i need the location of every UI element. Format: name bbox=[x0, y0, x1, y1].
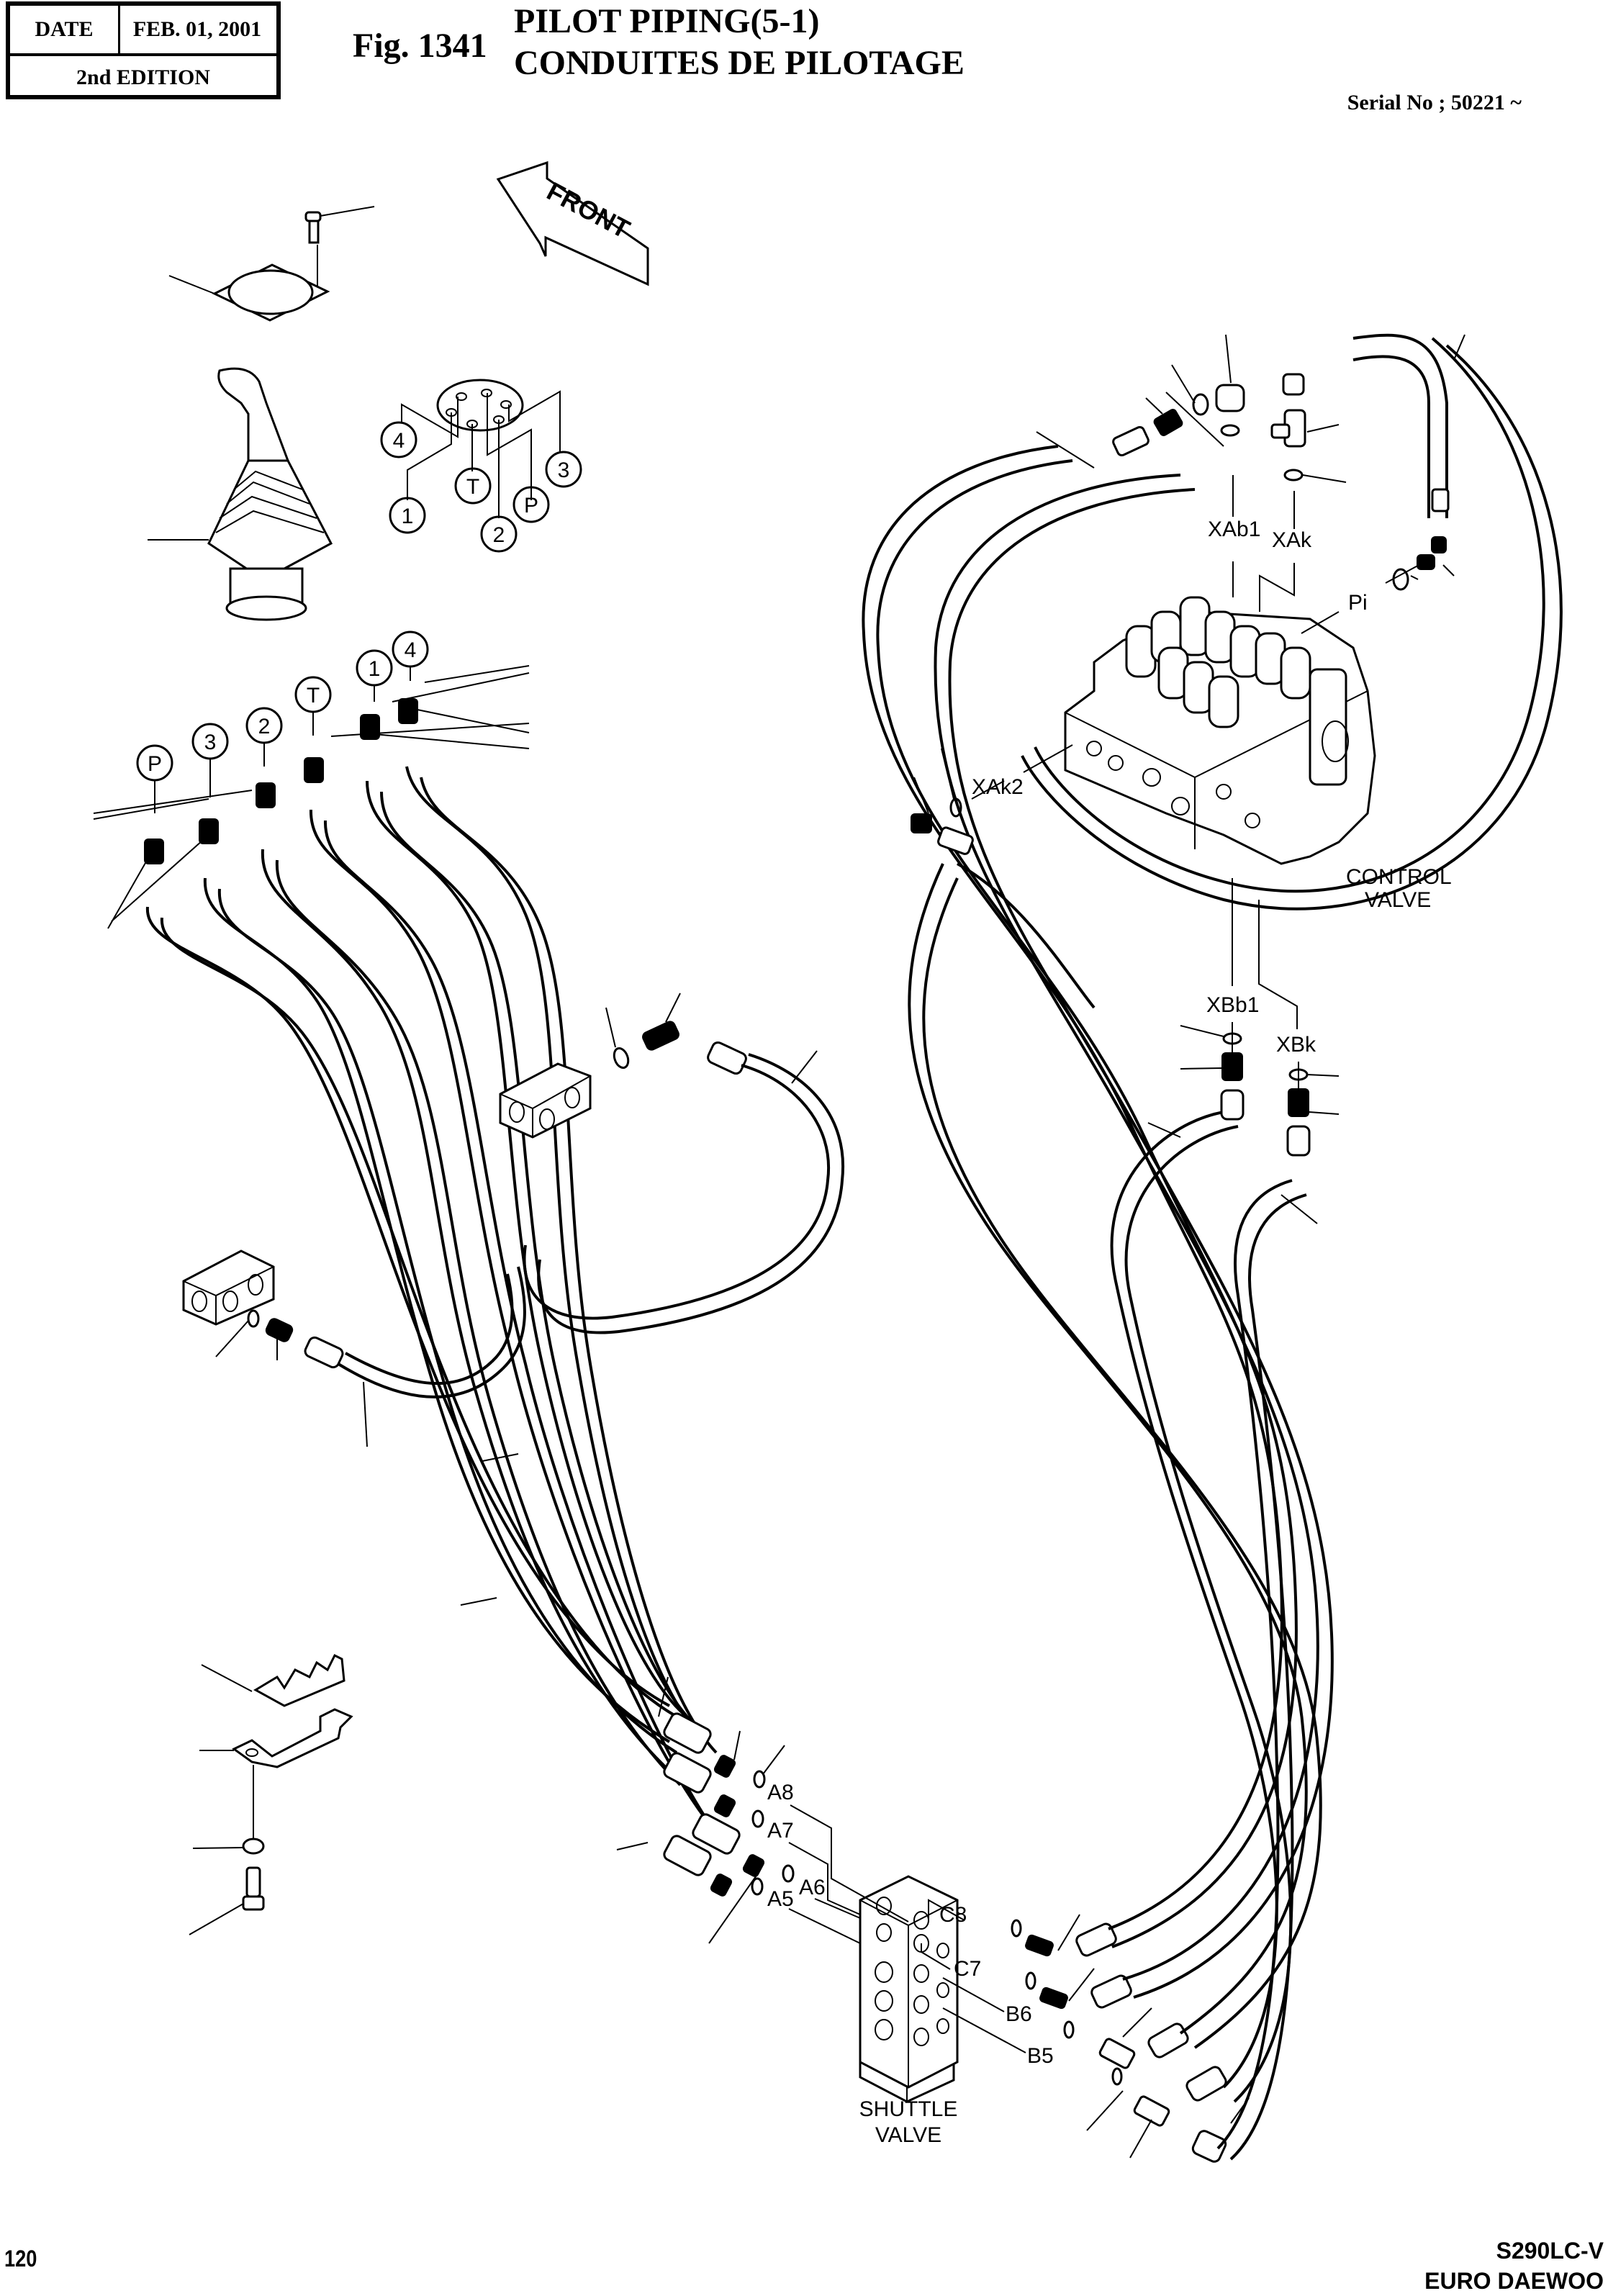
figure-title-fr: CONDUITES DE PILOTAGE bbox=[514, 44, 965, 82]
joystick-hose-bundle bbox=[145, 766, 721, 1840]
control-valve-port-labels: XAb1 XAk Pi XAk2 XBb1 XBk bbox=[972, 475, 1368, 1098]
fitting-label-3: 3 bbox=[204, 731, 217, 754]
page-number: 120 bbox=[4, 2246, 37, 2272]
port-A7: A7 bbox=[767, 1819, 794, 1843]
date-label: DATE bbox=[10, 6, 120, 53]
hose-nipples bbox=[144, 698, 418, 864]
fitting-label-1: 1 bbox=[369, 657, 381, 681]
brand-name: EURO DAEWOO bbox=[1424, 2268, 1604, 2294]
xak2-fittings bbox=[911, 748, 1005, 855]
revision-box: DATE FEB. 01, 2001 2nd EDITION bbox=[6, 1, 281, 99]
control-valve-label-line2: VALVE bbox=[1365, 888, 1431, 912]
port-C7: C7 bbox=[954, 1957, 981, 1981]
port-label-4: 4 bbox=[393, 429, 405, 453]
junction-block-lower bbox=[182, 1249, 526, 1447]
figure-number: Fig. 1341 bbox=[353, 27, 487, 65]
port-XBk: XBk bbox=[1276, 1033, 1316, 1057]
port-XAk: XAk bbox=[1272, 528, 1312, 552]
control-valve-upper-fittings bbox=[1036, 334, 1465, 591]
shuttle-valve-label-line2: VALVE bbox=[875, 2123, 941, 2147]
port-XAb1: XAb1 bbox=[1208, 517, 1260, 541]
junction-block-upper bbox=[499, 993, 845, 1334]
shuttle-right-fittings bbox=[1011, 1914, 1250, 2163]
port-label-2: 2 bbox=[493, 523, 505, 547]
fitting-label-P: P bbox=[148, 752, 162, 776]
port-A5: A5 bbox=[767, 1887, 794, 1911]
shuttle-valve-body: SHUTTLE VALVE bbox=[859, 1875, 959, 2147]
fitting-label-2: 2 bbox=[258, 715, 271, 738]
date-value: FEB. 01, 2001 bbox=[132, 17, 262, 41]
revision-box-row: DATE FEB. 01, 2001 bbox=[10, 6, 276, 56]
shuttle-valve-label-line1: SHUTTLE bbox=[859, 2097, 958, 2121]
front-arrow-icon: FRONT bbox=[496, 161, 649, 286]
control-valve-label-line1: CONTROL bbox=[1346, 865, 1452, 889]
serial-number: Serial No ; 50221 ~ bbox=[1347, 91, 1522, 114]
port-Pi: Pi bbox=[1348, 591, 1368, 615]
port-label-P: P bbox=[524, 494, 538, 517]
joystick-port-map: 4 T 1 2 P 3 bbox=[380, 379, 582, 553]
fitting-port-labels: P 3 2 T 1 4 bbox=[93, 631, 530, 929]
lower-control-valve-fittings bbox=[1147, 1025, 1340, 1224]
port-B5: B5 bbox=[1027, 2044, 1054, 2068]
shuttle-port-labels: A8 A7 A6 A5 C8 C7 B6 B5 bbox=[767, 1781, 1054, 2068]
port-XBb1: XBb1 bbox=[1206, 993, 1259, 1017]
clamp-bracket bbox=[199, 1708, 353, 1839]
port-A6: A6 bbox=[799, 1876, 826, 1899]
port-C8: C8 bbox=[939, 1903, 967, 1927]
edition-label: 2nd EDITION bbox=[76, 65, 210, 89]
port-B6: B6 bbox=[1006, 2002, 1032, 2026]
control-valve: CONTROL VALVE bbox=[1064, 596, 1452, 912]
washer-icon bbox=[192, 1838, 265, 1855]
port-label-T: T bbox=[466, 475, 479, 499]
port-label-3: 3 bbox=[558, 458, 570, 482]
flange-plate-icon bbox=[168, 263, 330, 322]
model-name: S290LC-V bbox=[1496, 2238, 1604, 2264]
port-label-1: 1 bbox=[402, 505, 414, 528]
model-brand: S290LC-V EURO DAEWOO bbox=[1424, 2236, 1604, 2296]
fitting-label-4: 4 bbox=[405, 638, 417, 662]
fitting-label-T: T bbox=[307, 684, 320, 708]
control-valve-hose-bundle bbox=[862, 333, 1563, 2161]
hose-clamp bbox=[201, 1653, 345, 1707]
figure-title-en: PILOT PIPING(5-1) bbox=[514, 2, 820, 40]
clamp-bolt-icon bbox=[189, 1866, 265, 1935]
bolt-icon bbox=[304, 206, 375, 288]
port-A8: A8 bbox=[767, 1781, 794, 1804]
hose-end-fittings bbox=[460, 1453, 795, 1944]
joystick-icon bbox=[148, 367, 333, 621]
